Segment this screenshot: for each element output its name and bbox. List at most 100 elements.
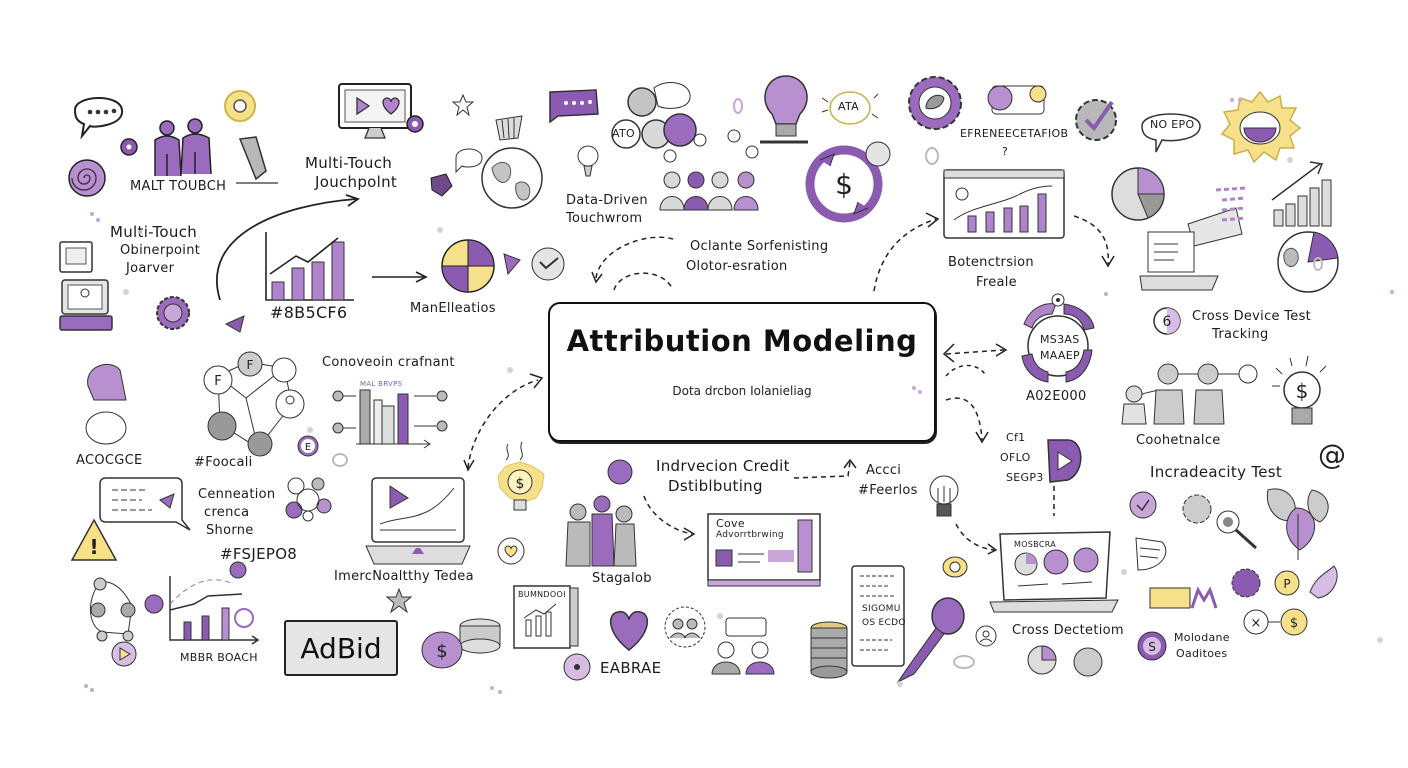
sticky-notes-icon (1149, 586, 1218, 609)
case-card-icon (707, 513, 821, 587)
label-acocgce: ACOCGCE (76, 453, 143, 468)
leaf-icon (1266, 488, 1329, 560)
node-dot-icon (120, 138, 138, 156)
svg-text:P: P (1283, 577, 1290, 591)
small-lightbulb-icon (929, 475, 959, 517)
svg-text:$: $ (516, 476, 525, 492)
mixed-line-bar-chart (169, 561, 260, 645)
dashed-arrow-to-card (643, 495, 696, 541)
memo-icon (1135, 537, 1167, 571)
label-small-arrow-3: SEGP3 (1006, 471, 1044, 484)
circle-chain-icon (89, 577, 164, 667)
label-conoveoin: Conoveoin crafnant (322, 355, 455, 370)
dollar-bulb-icon: $ (1272, 355, 1327, 425)
dashed-arrow-to-laptop (955, 523, 998, 555)
label-accci-2: #Feerlos (858, 483, 918, 498)
team-icon (659, 129, 759, 211)
label-cross-deletion: Cross Dectetiom (1012, 623, 1124, 638)
growth-bars-icon (1271, 161, 1332, 227)
gear-check-icon (1075, 99, 1117, 141)
svg-text:S: S (1148, 640, 1156, 654)
svg-text:F: F (247, 358, 254, 372)
lightbulb-icon (577, 145, 599, 177)
purple-flower-icon (1231, 568, 1261, 598)
label-eabrae: EABRAE (600, 659, 662, 677)
chat-people-icon (711, 617, 775, 675)
document-icon (851, 565, 905, 667)
star-icon (451, 93, 475, 117)
warning-icon: ! (70, 518, 118, 561)
label-indrvecion-2: Dstiblbuting (668, 477, 763, 495)
megaphone-laptop-icon (1139, 207, 1243, 291)
spiral-icon (68, 159, 106, 197)
at-sign-icon: @ (1318, 438, 1346, 471)
label-multi-touch-journey-2: Obinerpoint (120, 243, 201, 258)
network-people-icon (1121, 363, 1258, 425)
gear-leaf-icon (908, 76, 962, 130)
x-dollar-link-icon: × $ (1243, 608, 1308, 636)
label-imercl: ImercNoaltthy Tedea (334, 569, 474, 584)
page-subtitle: Dota drcbon Iolanieliag (672, 384, 812, 398)
dashed-arrows-connector (942, 343, 1008, 444)
label-cross-device-2: Tracking (1212, 327, 1269, 342)
label-color-code-1: #8B5CF6 (270, 303, 348, 322)
stylus-icon (236, 136, 278, 184)
label-oclante-2: Olotor-esration (686, 259, 788, 274)
arrow-right (372, 271, 428, 283)
growth-arrow-curve (216, 194, 360, 301)
gear-gray-icon (1182, 494, 1212, 524)
label-color-code-2: #FSJEPO8 (220, 545, 298, 563)
page-title: Attribution Modeling (566, 324, 918, 358)
dollar-purple-badge-icon: S (1137, 631, 1167, 661)
svg-text:$: $ (1296, 379, 1309, 403)
label-multi-touch-journey-3: Joarver (126, 261, 175, 276)
label-man-elleatios: ManElleatios (410, 301, 496, 316)
pie-pair-icon (1027, 645, 1103, 677)
target-badge-icon (563, 653, 591, 681)
svg-text:!: ! (89, 535, 98, 559)
laptop-chart-icon (365, 477, 471, 565)
dollar-bulb-yellow-icon: $ (497, 441, 545, 511)
star-gray-icon (385, 587, 413, 614)
label-no-bubble: NO EPO (1150, 118, 1195, 131)
label-malt-touch: MALT TOUBCH (130, 179, 227, 194)
dashed-arrow-to-center (463, 373, 544, 472)
label-ata-bubble: ATA (838, 100, 859, 113)
label-data-driven-2: Touchwrom (566, 211, 643, 226)
label-cross-device-1: Cross Device Test (1192, 309, 1312, 324)
basket-icon (495, 115, 523, 141)
label-cycle-center-1: MS3AS (1040, 333, 1080, 346)
group-people-icon (565, 459, 637, 567)
label-cenneation-3: Shorne (206, 523, 254, 538)
label-mbr-boach: MBBR BOACH (180, 651, 258, 664)
globe-pie-icon (1277, 231, 1339, 293)
label-doc-line-2: OS ECDO (862, 618, 906, 628)
speech-bubble-icon (73, 97, 123, 140)
chart-small-title-label: MAL BRVPS (360, 380, 403, 388)
e-badge-icon: E (297, 435, 319, 457)
label-a02e000: A02E000 (1026, 389, 1087, 404)
speech-bubble-notes-icon (99, 477, 191, 531)
play-shield-icon (1047, 439, 1082, 516)
svg-text:E: E (305, 442, 311, 453)
heart-icon (609, 610, 649, 651)
purple-dashes (1215, 186, 1247, 222)
dollar-cycle-icon: $ (805, 141, 891, 223)
no-speech-bubble-icon (1141, 113, 1201, 153)
molecule-icon (285, 477, 332, 522)
label-multi-touch-journey-1: Multi-Touch (110, 223, 198, 241)
label-indrvecion-1: Indrvecion Credit (656, 457, 790, 475)
coins-icon: $ (421, 618, 501, 669)
people-icon (154, 118, 212, 177)
svg-text:6: 6 (1163, 314, 1172, 330)
label-coohetnalce: Coohetnalce (1136, 433, 1221, 448)
sun-icon (1220, 90, 1302, 164)
dollar-circle-icon: 6 (1153, 307, 1181, 335)
globe-icon (455, 147, 543, 209)
dashed-curve-arrows (591, 236, 677, 291)
purple-chat-icon (549, 89, 599, 124)
svg-text:×: × (1251, 616, 1262, 631)
label-ato-bubble: ATO (612, 127, 635, 140)
label-stagalob: Stagalob (592, 571, 652, 586)
gear-icon (156, 296, 190, 330)
